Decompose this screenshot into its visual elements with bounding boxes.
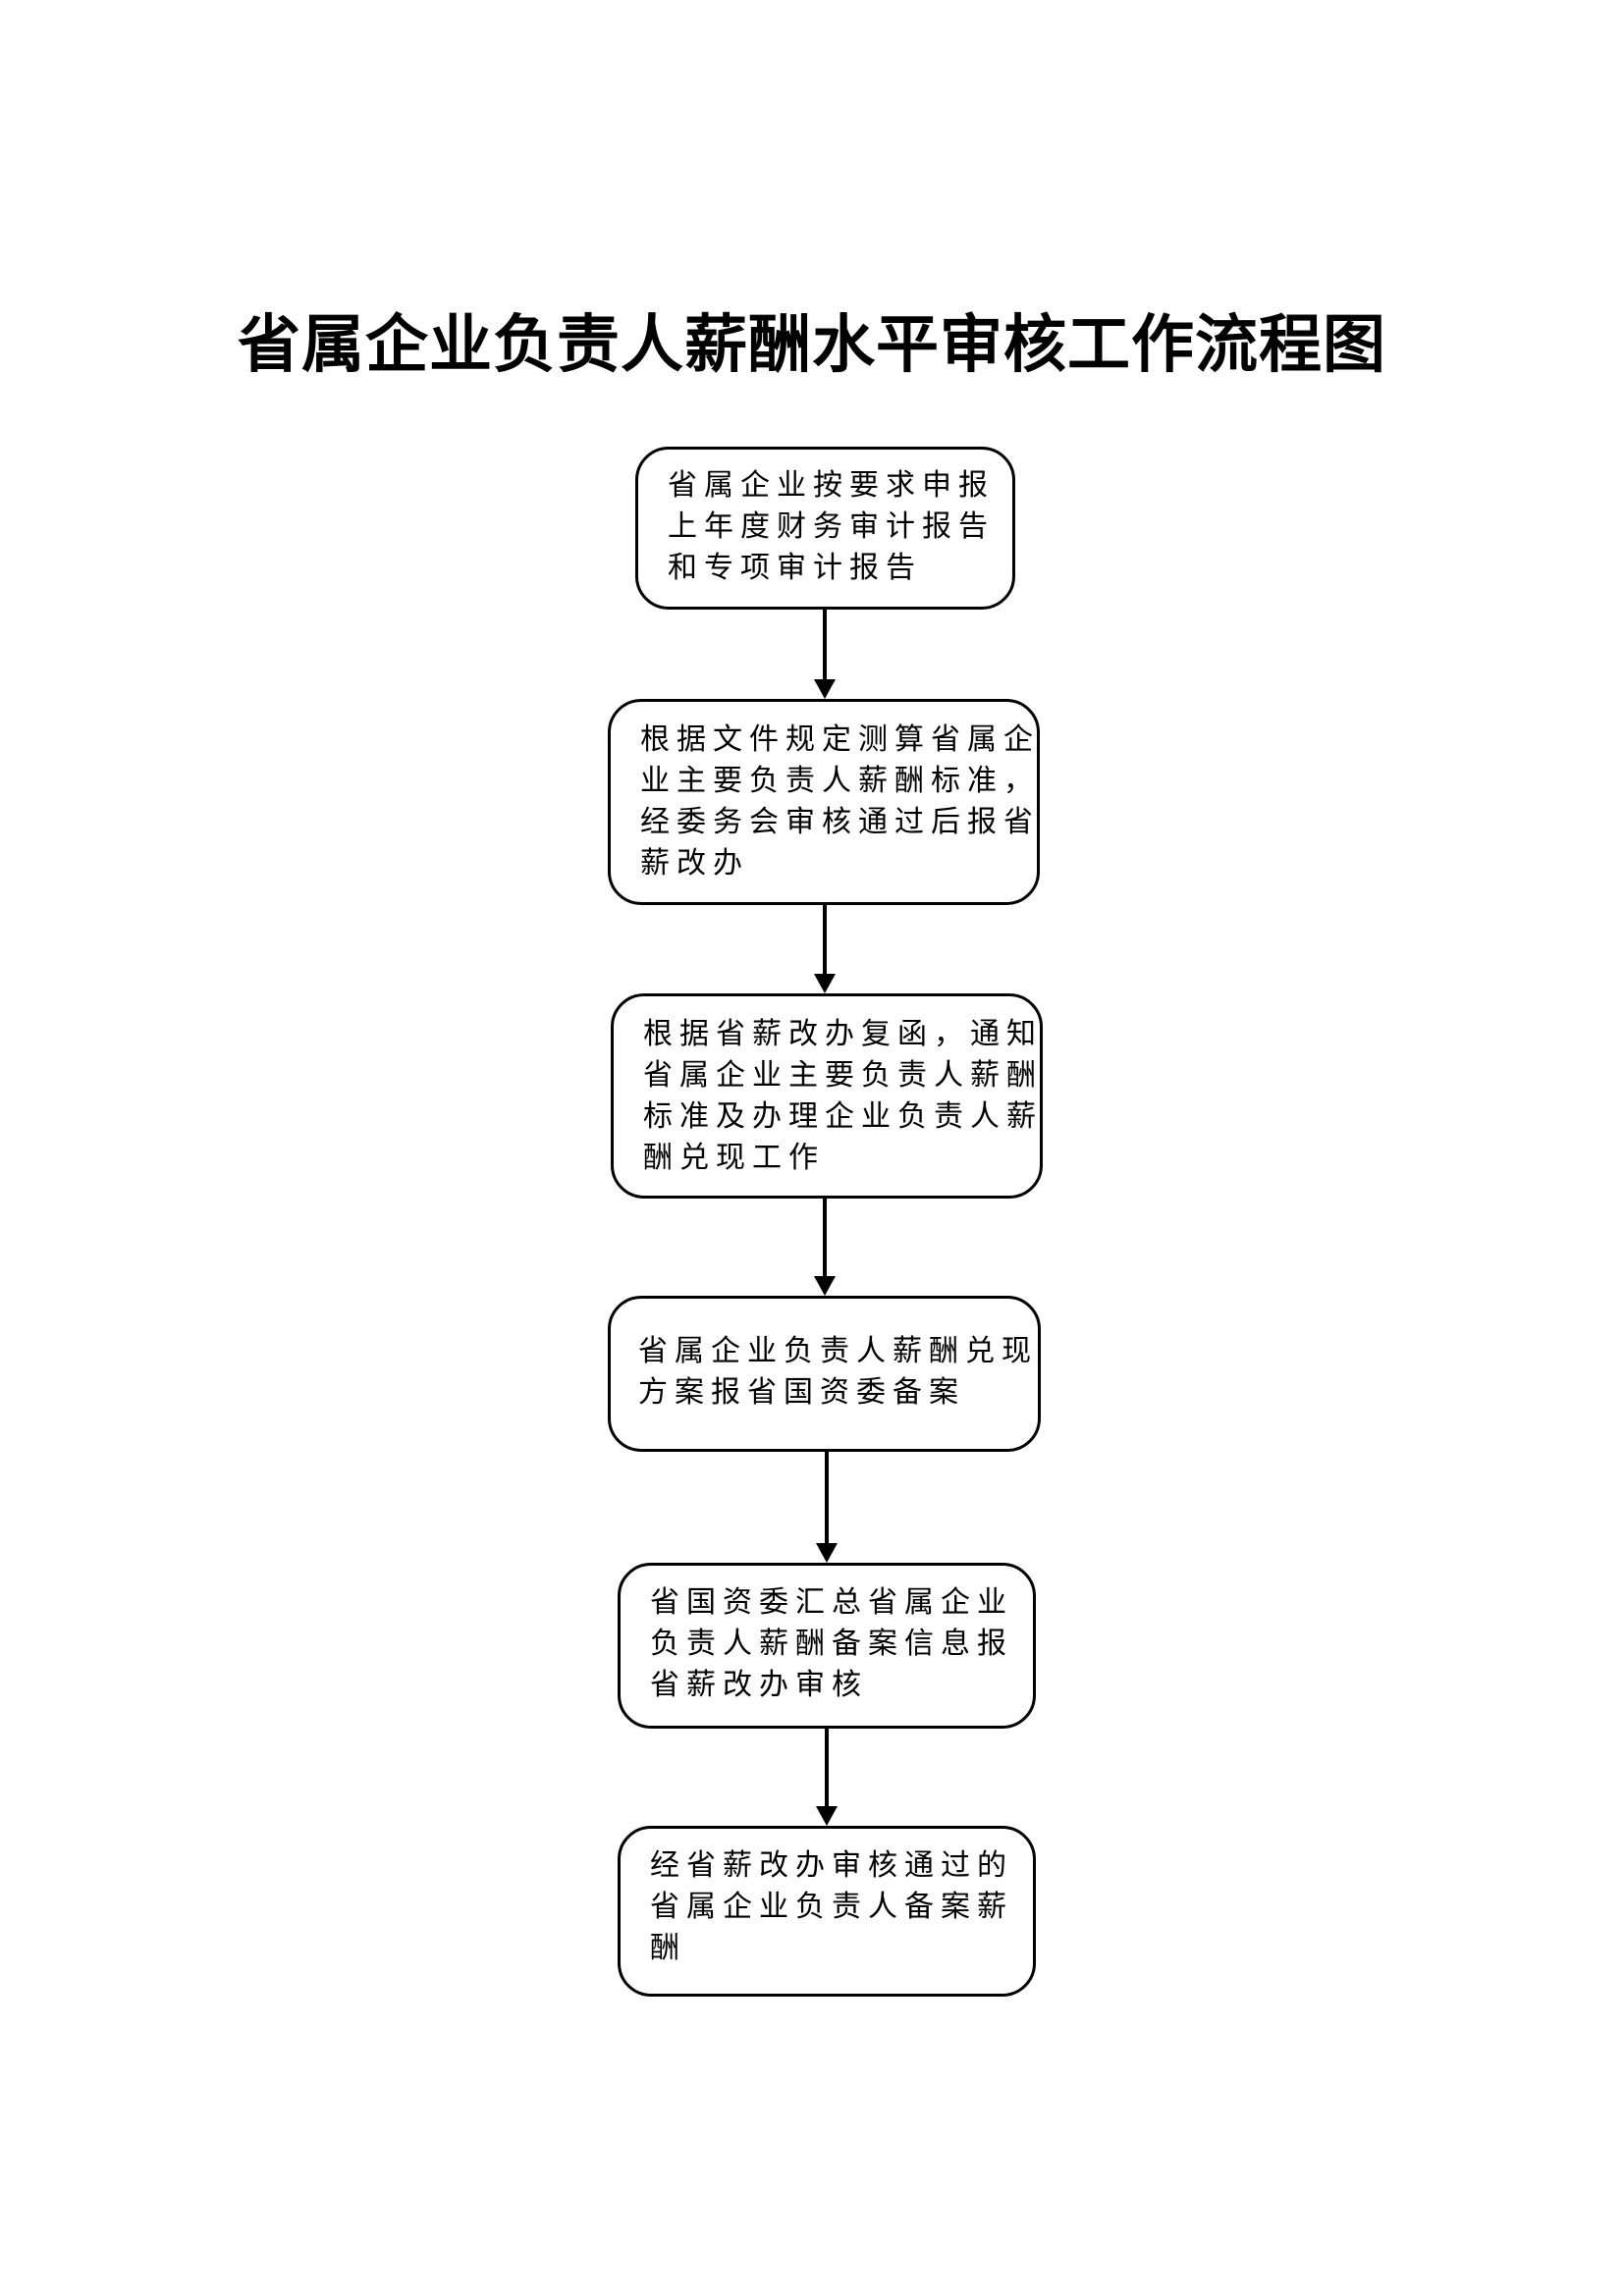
step-2-line: 经委务会审核通过后报省 <box>640 805 1040 839</box>
step-1-line: 上年度财务审计报告 <box>668 509 995 544</box>
step-1-text: 省属企业按要求申报 上年度财务审计报告 和专项审计报告 <box>668 465 995 589</box>
step-2-line: 业主要负责人薪酬标准， <box>640 764 1040 798</box>
arrow-step5-to-step6 <box>816 1728 838 1826</box>
step-4-text: 省属企业负责人薪酬兑现 方案报省国资委备案 <box>638 1331 1038 1414</box>
step-5-text: 省国资委汇总省属企业 负责人薪酬备案信息报 省薪改办审核 <box>650 1582 1013 1706</box>
step-3-text: 根据省薪改办复函，通知 省属企业主要负责人薪酬 标准及办理企业负责人薪 酬兑现工… <box>643 1014 1043 1179</box>
page-title: 省属企业负责人薪酬水平审核工作流程图 <box>238 308 1386 382</box>
step-3-box <box>611 993 1043 1199</box>
arrow-step2-to-step3 <box>814 904 836 993</box>
step-6-line: 酬 <box>650 1931 686 1965</box>
step-5-line: 省薪改办审核 <box>650 1668 868 1702</box>
step-1-line: 省属企业按要求申报 <box>668 468 995 503</box>
step-2-line: 根据文件规定测算省属企 <box>640 722 1040 757</box>
step-1-box <box>635 447 1015 610</box>
step-5-line: 省国资委汇总省属企业 <box>650 1585 1013 1620</box>
arrow-step4-to-step5 <box>816 1451 838 1563</box>
step-6-line: 省属企业负责人备案薪 <box>650 1890 1013 1924</box>
step-2-text: 根据文件规定测算省属企 业主要负责人薪酬标准， 经委务会审核通过后报省 薪改办 <box>640 720 1040 884</box>
step-2-line: 薪改办 <box>640 846 749 881</box>
step-1-line: 和专项审计报告 <box>668 551 922 585</box>
step-6-text: 经省薪改办审核通过的 省属企业负责人备案薪 酬 <box>650 1845 1013 1969</box>
step-4-line: 省属企业负责人薪酬兑现 <box>638 1334 1038 1368</box>
step-4-line: 方案报省国资委备案 <box>638 1375 965 1410</box>
step-5-box <box>618 1563 1036 1729</box>
step-3-line: 根据省薪改办复函，通知 <box>643 1017 1043 1051</box>
step-6-line: 经省薪改办审核通过的 <box>650 1848 1013 1883</box>
step-4-box <box>608 1296 1041 1452</box>
step-6-box <box>618 1826 1036 1997</box>
arrow-step3-to-step4 <box>814 1198 836 1296</box>
step-3-line: 酬兑现工作 <box>643 1141 825 1175</box>
step-3-line: 省属企业主要负责人薪酬 <box>643 1058 1043 1093</box>
arrow-step1-to-step2 <box>814 609 836 699</box>
step-5-line: 负责人薪酬备案信息报 <box>650 1627 1013 1661</box>
step-3-line: 标准及办理企业负责人薪 <box>643 1099 1043 1134</box>
step-2-box <box>608 699 1040 905</box>
